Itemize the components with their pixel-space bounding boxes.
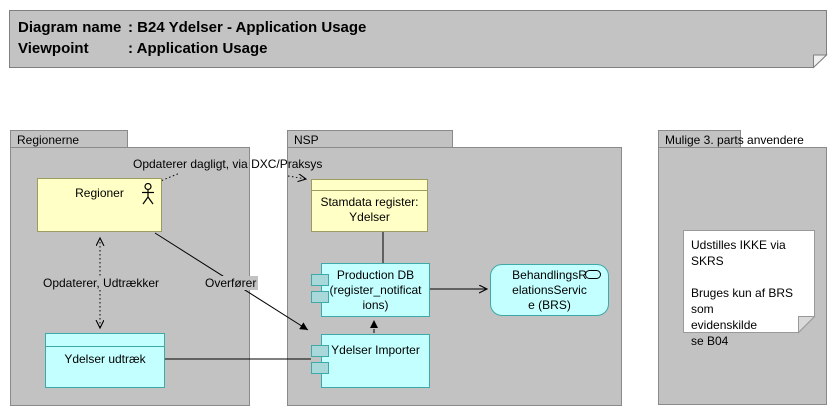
group-tab-nsp[interactable]: NSP <box>287 130 453 148</box>
stamdata-header-band <box>312 180 427 191</box>
note-text: Udstilles IKKE via SKRS Bruges kun af BR… <box>691 238 794 348</box>
connection-daily-update-end[interactable] <box>287 176 306 179</box>
component-icon <box>311 291 329 303</box>
node-regioner[interactable]: Regioner <box>37 178 162 232</box>
component-icon <box>311 274 329 286</box>
title-row-value: : B24 Ydelser - Application Usage <box>128 19 367 36</box>
node-ydelser-importer[interactable]: Ydelser Importer <box>311 334 430 388</box>
title-row-label: Diagram name <box>18 19 122 36</box>
title-note-fold <box>813 54 828 69</box>
node-brs-service[interactable]: BehandlingsR elationsServic e (BRS) <box>490 264 609 316</box>
component-icon <box>311 362 329 374</box>
connection-label-update-extract: Opdaterer, Udtrækker <box>41 276 162 290</box>
note-fold <box>798 316 816 334</box>
node-stamdata-label: Stamdata register: Ydelser <box>320 195 419 224</box>
udtraek-header-band <box>46 334 164 347</box>
node-stamdata-register[interactable]: Stamdata register: Ydelser <box>311 179 428 232</box>
connection-label-transfer: Overfører <box>203 276 259 290</box>
node-production-db[interactable]: Production DB (register_notificat ions) <box>311 263 430 317</box>
node-production-db-label: Production DB (register_notificat ions) <box>329 268 422 312</box>
node-ydelser-udtraek[interactable]: Ydelser udtræk <box>45 333 165 388</box>
application-service-icon <box>585 270 601 279</box>
node-ydelser-udtraek-label: Ydelser udtræk <box>64 352 146 366</box>
connection-label-daily-update: Opdaterer dagligt, via DXC/Praksys <box>133 157 323 171</box>
node-brs-label: BehandlingsR elationsServic e (BRS) <box>512 268 587 312</box>
node-ydelser-importer-label: Ydelser Importer <box>331 343 420 357</box>
node-regioner-label: Regioner <box>75 186 124 200</box>
title-row-label: Viewpoint <box>18 40 89 57</box>
actor-icon <box>142 183 154 205</box>
component-icon <box>311 345 329 357</box>
title-row-value: : Application Usage <box>128 40 268 57</box>
diagram-title: Diagram name : B24 Ydelser - Application… <box>18 18 366 58</box>
